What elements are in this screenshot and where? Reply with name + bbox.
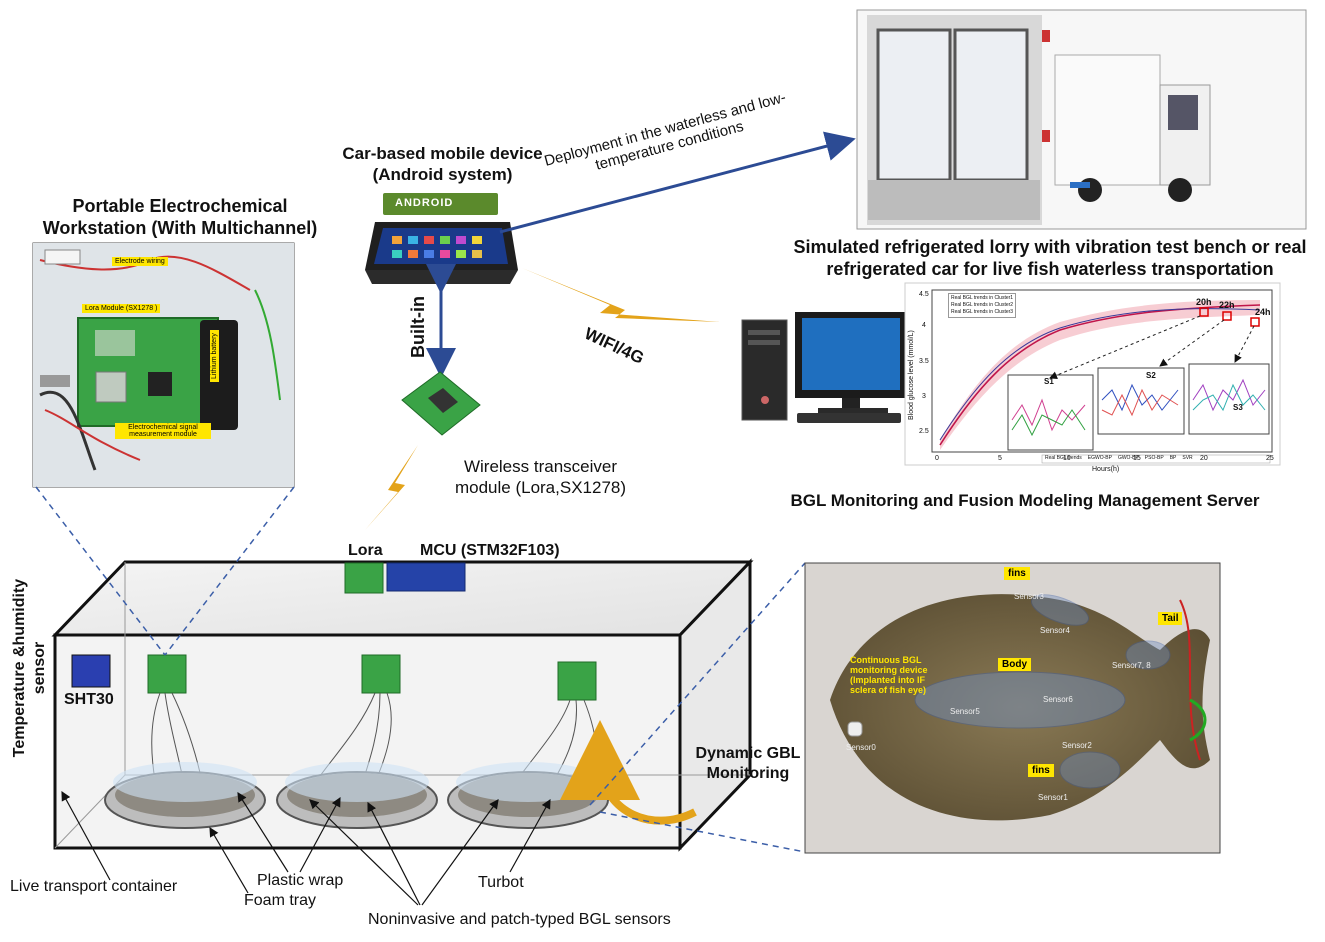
chart-ylabel: Blood glucose level (mmol/L) xyxy=(908,330,915,420)
sensor6-label: Sensor6 xyxy=(1043,695,1073,704)
fish-tag-fins-top: fins xyxy=(1004,567,1030,580)
chart-ytick-4: 4.5 xyxy=(919,291,929,298)
plastic-wrap-label: Plastic wrap xyxy=(257,872,344,889)
chart-legend-bottom: Real BGL trends EGWO-BP GWO-BP PSO-BP BP… xyxy=(1045,455,1193,462)
mobile-device-label: Car-based mobile device (Android system) xyxy=(342,144,543,184)
transceiver-label: Wireless transceiver module (Lora,SX1278… xyxy=(454,457,627,497)
lora-label: Lora xyxy=(348,542,383,559)
sensor4-label: Sensor4 xyxy=(1040,626,1070,635)
pcb-tag-signal: Electrochemical signal measurement modul… xyxy=(115,423,211,439)
lorry-photo xyxy=(856,9,1307,230)
deployment-arrow xyxy=(499,131,856,234)
chart-inset-s1: S1 xyxy=(1044,377,1054,386)
chart-marker-24h: 24h xyxy=(1255,307,1271,317)
chart-xlabel: Hours(h) xyxy=(1092,466,1120,473)
chart-inset-s3: S3 xyxy=(1233,403,1243,412)
bgl-sensors-label: Noninvasive and patch-typed BGL sensors xyxy=(368,911,671,928)
sht30-sensor xyxy=(71,654,111,688)
foam-tray-label: Foam tray xyxy=(244,892,317,909)
temperature-sensor-label: Temperature &humidity sensor xyxy=(11,578,48,758)
server-caption: BGL Monitoring and Fusion Modeling Manag… xyxy=(790,491,1260,510)
legend-bottom-item: GWO-BP xyxy=(1117,455,1139,461)
android-brand: ANDROID xyxy=(395,197,454,209)
fish-tag-body: Body xyxy=(998,658,1031,671)
mcu-label: MCU (STM32F103) xyxy=(420,542,560,559)
chart-xtick-4: 20 xyxy=(1200,455,1208,462)
fish-device-note: Continuous BGL monitoring device (Implan… xyxy=(850,655,928,695)
chart-ytick-1: 3 xyxy=(922,393,926,400)
sensor-node-3 xyxy=(557,661,597,701)
mcu-board xyxy=(386,562,466,592)
legend-bottom-item: EGWO-BP xyxy=(1087,455,1112,461)
legend-top-item: Real BGL trends in Cluster3 xyxy=(951,309,1014,315)
chart-xtick-5: 25 xyxy=(1266,455,1274,462)
zoom-line-left-2 xyxy=(164,486,295,656)
pcb-tag-lora-module: Lora Module (SX1278 ) xyxy=(82,304,161,313)
sensor-node-2 xyxy=(361,654,401,694)
fish-photo xyxy=(804,562,1221,854)
chart-legend-top: Real BGL trends in Cluster1 Real BGL tre… xyxy=(948,293,1017,318)
workstation-photo xyxy=(32,242,295,488)
chart-inset-s2: S2 xyxy=(1146,371,1156,380)
lithium-battery xyxy=(200,320,238,430)
chart-xtick-0: 0 xyxy=(935,455,939,462)
chart-ytick-2: 3.5 xyxy=(919,358,929,365)
sensor3-label: Sensor3 xyxy=(1014,592,1044,601)
builtin-label: Built-in xyxy=(408,296,428,358)
legend-bottom-item: BP xyxy=(1169,455,1177,461)
fish-tag-tail: Tail xyxy=(1158,612,1183,625)
wifi-lightning-icon xyxy=(522,268,720,322)
foam-trays xyxy=(104,762,609,829)
sensor7-8-label: Sensor7, 8 xyxy=(1112,661,1151,670)
legend-top-item: Real BGL trends in Cluster2 xyxy=(951,302,1014,308)
zoom-line-left-1 xyxy=(35,486,166,656)
legend-bottom-item: SVR xyxy=(1182,455,1193,461)
sensor0-label: Sensor0 xyxy=(846,743,876,752)
workstation-label: Portable Electrochemical Workstation (Wi… xyxy=(42,196,318,238)
chart-xtick-2: 10 xyxy=(1063,455,1071,462)
fish-tag-fins-bottom: fins xyxy=(1028,764,1054,777)
pcb-tag-battery: Lithium battery xyxy=(210,330,219,382)
lora-transceiver-chip xyxy=(401,371,481,436)
sensor1-label: Sensor1 xyxy=(1038,793,1068,802)
sensor-node-1 xyxy=(147,654,187,694)
zoom-line-right-1 xyxy=(589,562,806,806)
pcb-tag-electrode: Electrode wiring xyxy=(112,257,168,266)
legend-top-item: Real BGL trends in Cluster1 xyxy=(951,295,1014,301)
legend-bottom-item: Real BGL trends xyxy=(1045,455,1082,461)
chart-ytick-3: 4 xyxy=(922,322,926,329)
zoom-line-right-2 xyxy=(599,811,806,853)
server-computer xyxy=(741,312,907,423)
chart-marker-20h: 20h xyxy=(1196,297,1212,307)
chart-xtick-3: 15 xyxy=(1133,455,1141,462)
dynamic-monitoring-label: Dynamic GBL Monitoring xyxy=(695,745,801,782)
lorry-caption: Simulated refrigerated lorry with vibrat… xyxy=(793,237,1307,279)
turbot-label: Turbot xyxy=(478,874,524,891)
sensor2-label: Sensor2 xyxy=(1062,741,1092,750)
tablet-app-icons xyxy=(392,236,482,258)
label-pointers xyxy=(61,790,551,906)
chart-marker-22h: 22h xyxy=(1219,300,1235,310)
container-label: Live transport container xyxy=(10,878,178,895)
sensor5-label: Sensor5 xyxy=(950,707,980,716)
lora-lightning-icon xyxy=(365,445,418,530)
chart-ytick-0: 2.5 xyxy=(919,428,929,435)
sht30-label: SHT30 xyxy=(64,691,114,708)
lora-board xyxy=(344,562,384,594)
legend-bottom-item: PSO-BP xyxy=(1144,455,1164,461)
dynamic-monitoring-arrow xyxy=(560,720,697,825)
chart-xtick-1: 5 xyxy=(998,455,1002,462)
